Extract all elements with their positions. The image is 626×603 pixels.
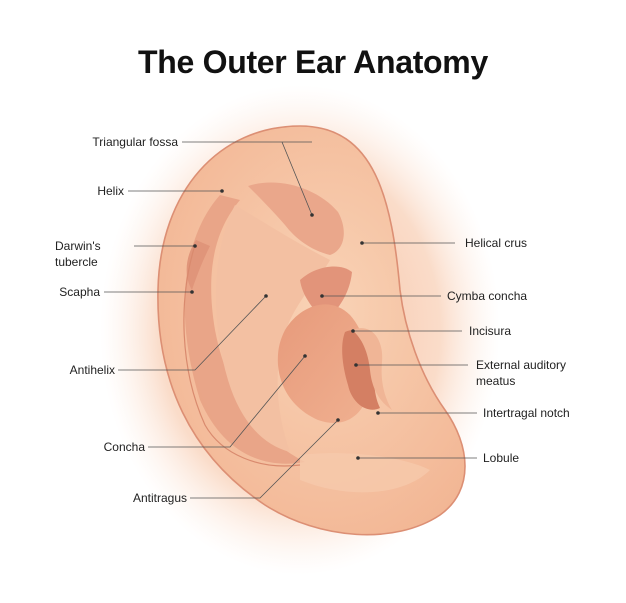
triangular-fossa-shape	[248, 182, 344, 255]
tragus-shape	[352, 328, 392, 410]
diagram-title: The Outer Ear Anatomy	[138, 44, 488, 80]
label-lobule: Lobule	[483, 451, 520, 465]
label-helical-crus: Helical crus	[465, 236, 528, 250]
leader-antihelix	[118, 295, 267, 371]
label-intertragal-notch: Intertragal notch	[483, 406, 570, 420]
leader-dots	[190, 189, 380, 460]
helix-rim-line	[183, 244, 301, 467]
antihelix-shape	[215, 205, 330, 452]
label-helix: Helix	[97, 184, 124, 198]
label-antihelix: Antihelix	[69, 363, 115, 377]
label-darwins-tubercle: Darwin's tubercle	[55, 239, 101, 269]
label-external-auditory-meatus: External auditory meatus	[476, 358, 567, 388]
scapha-shape	[184, 195, 305, 464]
label-concha: Concha	[103, 440, 145, 454]
lobule-shape	[300, 453, 430, 493]
label-incisura: Incisura	[469, 324, 512, 338]
cymba-concha-shape	[300, 266, 352, 322]
leader-antitragus	[190, 419, 339, 499]
label-triangular-fossa: Triangular fossa	[92, 135, 178, 149]
leader-triangular-fossa-tail	[281, 141, 313, 216]
leader-concha	[148, 355, 306, 448]
label-antitragus: Antitragus	[132, 491, 187, 505]
label-scapha: Scapha	[59, 285, 100, 299]
label-cymba-concha: Cymba concha	[447, 289, 528, 303]
leader-lines	[104, 141, 477, 499]
